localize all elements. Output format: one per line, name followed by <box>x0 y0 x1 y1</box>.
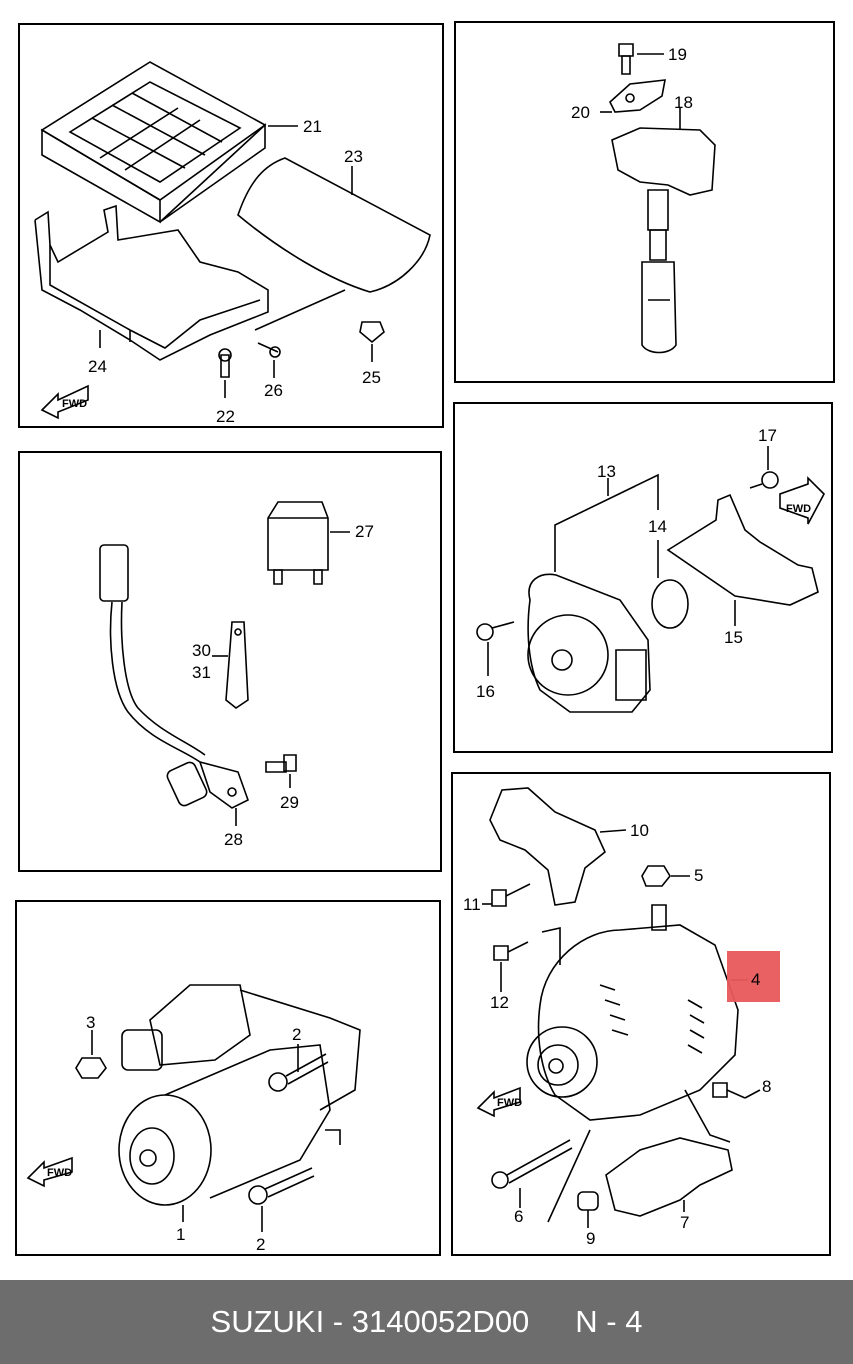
svg-text:FWD: FWD <box>497 1097 522 1109</box>
ecu-heat-shield <box>238 158 430 330</box>
bolt-26 <box>258 343 280 357</box>
label-9: 9 <box>586 1229 595 1248</box>
label-4: 4 <box>751 970 760 989</box>
label-21: 21 <box>303 117 322 136</box>
bolt-22 <box>219 349 231 377</box>
label-31: 31 <box>192 663 211 682</box>
nut-5 <box>642 866 670 886</box>
panel-sensor: 27 28 29 30 31 <box>19 452 441 871</box>
label-2-lower: 2 <box>256 1235 265 1254</box>
label-12: 12 <box>490 993 509 1012</box>
label-1: 1 <box>176 1225 185 1244</box>
ignition-coil <box>612 128 715 353</box>
fwd-arrow-icon: FWD <box>780 478 824 524</box>
label-3: 3 <box>86 1013 95 1032</box>
label-18: 18 <box>674 93 693 112</box>
sensor-harness <box>100 545 248 808</box>
ecu-unit <box>42 62 265 222</box>
label-26: 26 <box>264 381 283 400</box>
label-27: 27 <box>355 522 374 541</box>
label-29: 29 <box>280 793 299 812</box>
label-13: 13 <box>597 462 616 481</box>
bracket-20 <box>610 80 665 112</box>
bolt-29 <box>266 755 296 772</box>
label-6: 6 <box>514 1207 523 1226</box>
label-2-upper: 2 <box>292 1025 301 1044</box>
ecu-bracket <box>35 206 268 360</box>
bolt-6 <box>492 1140 572 1188</box>
bolt-2-lower <box>249 1168 314 1204</box>
parts-diagram: FWD 21 22 23 24 25 26 19 20 18 <box>0 0 853 1280</box>
panel-alternator: FWD 4 5 6 7 8 9 10 11 12 <box>452 773 830 1255</box>
clamp-30-31 <box>226 622 248 708</box>
panel-ignition-coil: 19 20 18 <box>455 22 834 382</box>
bolt-19 <box>619 44 633 74</box>
bracket-15 <box>668 495 818 605</box>
label-20: 20 <box>571 103 590 122</box>
svg-text:FWD: FWD <box>786 503 811 515</box>
reference-number: N - 4 <box>575 1304 643 1339</box>
label-11: 11 <box>463 895 481 914</box>
label-25: 25 <box>362 368 381 387</box>
label-22: 22 <box>216 407 235 426</box>
alternator <box>527 905 738 1120</box>
bracket-10 <box>490 788 605 905</box>
footer-bar: SUZUKI - 3140052D00 N - 4 <box>0 1280 853 1364</box>
bracket-7 <box>606 1138 732 1216</box>
panel-ecu: FWD 21 22 23 24 25 26 <box>19 24 443 427</box>
svg-text:FWD: FWD <box>62 398 87 410</box>
label-10: 10 <box>630 821 649 840</box>
svg-text:FWD: FWD <box>47 1167 72 1179</box>
label-30: 30 <box>192 641 211 660</box>
label-16: 16 <box>476 682 495 701</box>
label-23: 23 <box>344 147 363 166</box>
bolt-2-upper <box>269 1054 328 1091</box>
relay-27 <box>268 502 328 584</box>
bolt-17 <box>750 472 778 488</box>
brand-part-number: SUZUKI - 3140052D00 <box>210 1304 530 1339</box>
label-24: 24 <box>88 357 107 376</box>
fwd-arrow-icon: FWD <box>478 1088 522 1116</box>
throttle-body <box>528 574 650 712</box>
label-17: 17 <box>758 426 777 445</box>
fwd-arrow-icon: FWD <box>28 1158 72 1186</box>
label-7: 7 <box>680 1213 689 1232</box>
label-28: 28 <box>224 830 243 849</box>
bolt-8 <box>713 1083 745 1098</box>
panel-starter: FWD 1 2 2 3 <box>16 901 440 1255</box>
label-5: 5 <box>694 866 703 885</box>
bolt-16 <box>477 622 514 640</box>
nut-25 <box>360 322 384 342</box>
bushing-9 <box>578 1192 598 1210</box>
highlight-part-4 <box>727 951 780 1002</box>
label-15: 15 <box>724 628 743 647</box>
label-14: 14 <box>648 517 667 536</box>
o-ring-14 <box>652 580 688 628</box>
nut-3 <box>76 1058 106 1078</box>
fwd-arrow-icon: FWD <box>42 386 88 418</box>
panel-throttle: FWD 13 14 15 16 17 <box>454 403 832 752</box>
label-8: 8 <box>762 1077 771 1096</box>
bolt-12 <box>494 942 528 960</box>
label-19: 19 <box>668 45 687 64</box>
bolt-11 <box>492 884 530 906</box>
starter-motor <box>119 985 360 1205</box>
